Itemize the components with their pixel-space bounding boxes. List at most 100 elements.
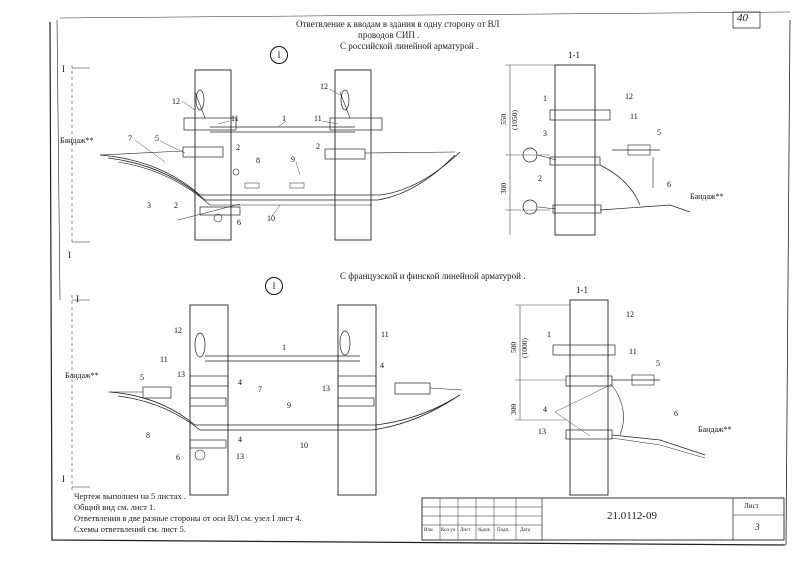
callout: 8 bbox=[256, 156, 260, 165]
doc-code: 21.0112-09 bbox=[607, 510, 658, 522]
callout: 3 bbox=[147, 201, 151, 210]
callout: 13 bbox=[177, 370, 185, 379]
callout: 6 bbox=[674, 409, 678, 418]
callout: 4 bbox=[380, 361, 384, 370]
callout: 1 bbox=[543, 94, 547, 103]
top-right-section bbox=[505, 64, 691, 236]
callout: 7 bbox=[258, 385, 262, 394]
callout: 5 bbox=[657, 128, 661, 137]
pole-right-top bbox=[334, 69, 372, 241]
node-marker-bottom: I bbox=[265, 277, 283, 295]
note-4: Схемы ответвлений см. лист 5. bbox=[74, 524, 186, 534]
callout: 4 bbox=[543, 405, 547, 414]
note-3: Ответвления в две разные стороны от оси … bbox=[74, 513, 302, 523]
callout: 6 bbox=[667, 180, 671, 189]
title-line-2: проводов СИП . bbox=[358, 30, 420, 40]
sheet-value: 3 bbox=[755, 522, 760, 532]
subtitle-french: С французской и финской линейной арматур… bbox=[340, 271, 526, 281]
callout: 2 bbox=[236, 143, 240, 152]
callout: 1 bbox=[282, 114, 286, 123]
callout: 12 bbox=[626, 310, 634, 319]
callout: 8 bbox=[146, 431, 150, 440]
callout: 11 bbox=[314, 114, 322, 123]
callout: 12 bbox=[320, 82, 328, 91]
dim-top-550: 550 bbox=[499, 114, 508, 126]
callout: 10 bbox=[300, 441, 308, 450]
callouts-top-left: 12 11 1 11 12 7 5 2 8 9 2 3 2 6 10 bbox=[128, 82, 328, 227]
pole-left-top bbox=[194, 69, 232, 241]
callout: 4 bbox=[238, 378, 242, 387]
dim-bottom-1000: (1000) bbox=[520, 338, 529, 358]
callout: 11 bbox=[630, 112, 638, 121]
bandage-label: Бандаж** bbox=[698, 425, 732, 434]
bottom-left-view bbox=[71, 295, 463, 496]
col-header-izm: Изм bbox=[424, 528, 433, 533]
pole-right-bottom bbox=[337, 304, 377, 496]
dim-top-1050: (1050) bbox=[510, 110, 519, 130]
callout: 2 bbox=[174, 201, 178, 210]
callout: 7 bbox=[128, 134, 132, 143]
bandage-label: Бандаж** bbox=[690, 192, 724, 201]
bandage-label: Бандаж** bbox=[60, 136, 94, 145]
callout: 3 bbox=[543, 129, 547, 138]
top-left-view bbox=[71, 65, 461, 245]
col-header-list: Лист bbox=[460, 528, 471, 533]
pole-section-bottom bbox=[569, 299, 609, 496]
sheet-number: 40 bbox=[737, 12, 748, 24]
callout: 1 bbox=[282, 343, 286, 352]
callout: 13 bbox=[538, 427, 546, 436]
callout: 5 bbox=[155, 134, 159, 143]
callout: 11 bbox=[160, 355, 168, 364]
callouts-bottom-right: 1 12 11 5 4 13 6 bbox=[538, 310, 678, 436]
dim-top-300: 300 bbox=[499, 183, 508, 195]
callout: 11 bbox=[629, 347, 637, 356]
section-label-bottom: 1-1 bbox=[576, 285, 588, 295]
callout: 12 bbox=[625, 92, 633, 101]
callout: 13 bbox=[236, 452, 244, 461]
cut-mark: I bbox=[62, 64, 65, 74]
callout: 11 bbox=[381, 330, 389, 339]
col-header-data: Дата bbox=[520, 528, 530, 533]
callout: 5 bbox=[656, 359, 660, 368]
sheet-number-box bbox=[732, 11, 761, 29]
callout: 6 bbox=[237, 218, 241, 227]
col-header-ndok: №док bbox=[478, 528, 491, 533]
callout: 5 bbox=[140, 373, 144, 382]
title-line-1: Ответвление к вводам в здания в одну сто… bbox=[296, 19, 500, 29]
dim-bottom-500: 500 bbox=[509, 342, 518, 354]
frame bbox=[49, 11, 791, 546]
callout: 2 bbox=[316, 142, 320, 151]
cut-mark: I bbox=[76, 294, 79, 304]
title-block-grid bbox=[421, 497, 785, 541]
callout: 9 bbox=[291, 155, 295, 164]
pole-section-top bbox=[554, 64, 596, 236]
callouts-top-right: 1 12 11 3 5 2 6 bbox=[538, 92, 671, 189]
note-2: Общий вид см. лист 1. bbox=[74, 502, 156, 512]
callout: 4 bbox=[238, 435, 242, 444]
callout: 10 bbox=[267, 214, 275, 223]
node-marker-top: I bbox=[270, 46, 288, 64]
col-header-kol: Кол.уч bbox=[441, 528, 456, 533]
callout: 12 bbox=[174, 326, 182, 335]
callout: 2 bbox=[538, 174, 542, 183]
dim-bottom-300: 300 bbox=[509, 404, 518, 416]
pole-left-bottom bbox=[189, 304, 229, 496]
sheet-label: Лист bbox=[744, 502, 759, 510]
bandage-label: Бандаж** bbox=[65, 371, 99, 380]
callout: 6 bbox=[176, 453, 180, 462]
section-label-top: 1-1 bbox=[568, 50, 580, 60]
col-header-podp: Подп. bbox=[497, 528, 510, 533]
callout: 11 bbox=[231, 114, 239, 123]
note-1: Чертеж выполнен на 5 листах . bbox=[74, 491, 187, 501]
cut-mark: I bbox=[62, 474, 65, 484]
callout: 13 bbox=[322, 384, 330, 393]
callout: 12 bbox=[172, 97, 180, 106]
callout: 9 bbox=[287, 401, 291, 410]
callout: 1 bbox=[547, 330, 551, 339]
subtitle-russian: С российской линейной арматурой . bbox=[340, 41, 479, 51]
bottom-right-section bbox=[515, 299, 706, 496]
callouts-bottom-left: 12 11 1 11 4 13 4 5 7 9 13 8 10 4 6 13 bbox=[140, 326, 389, 462]
cut-mark: I bbox=[68, 250, 71, 260]
